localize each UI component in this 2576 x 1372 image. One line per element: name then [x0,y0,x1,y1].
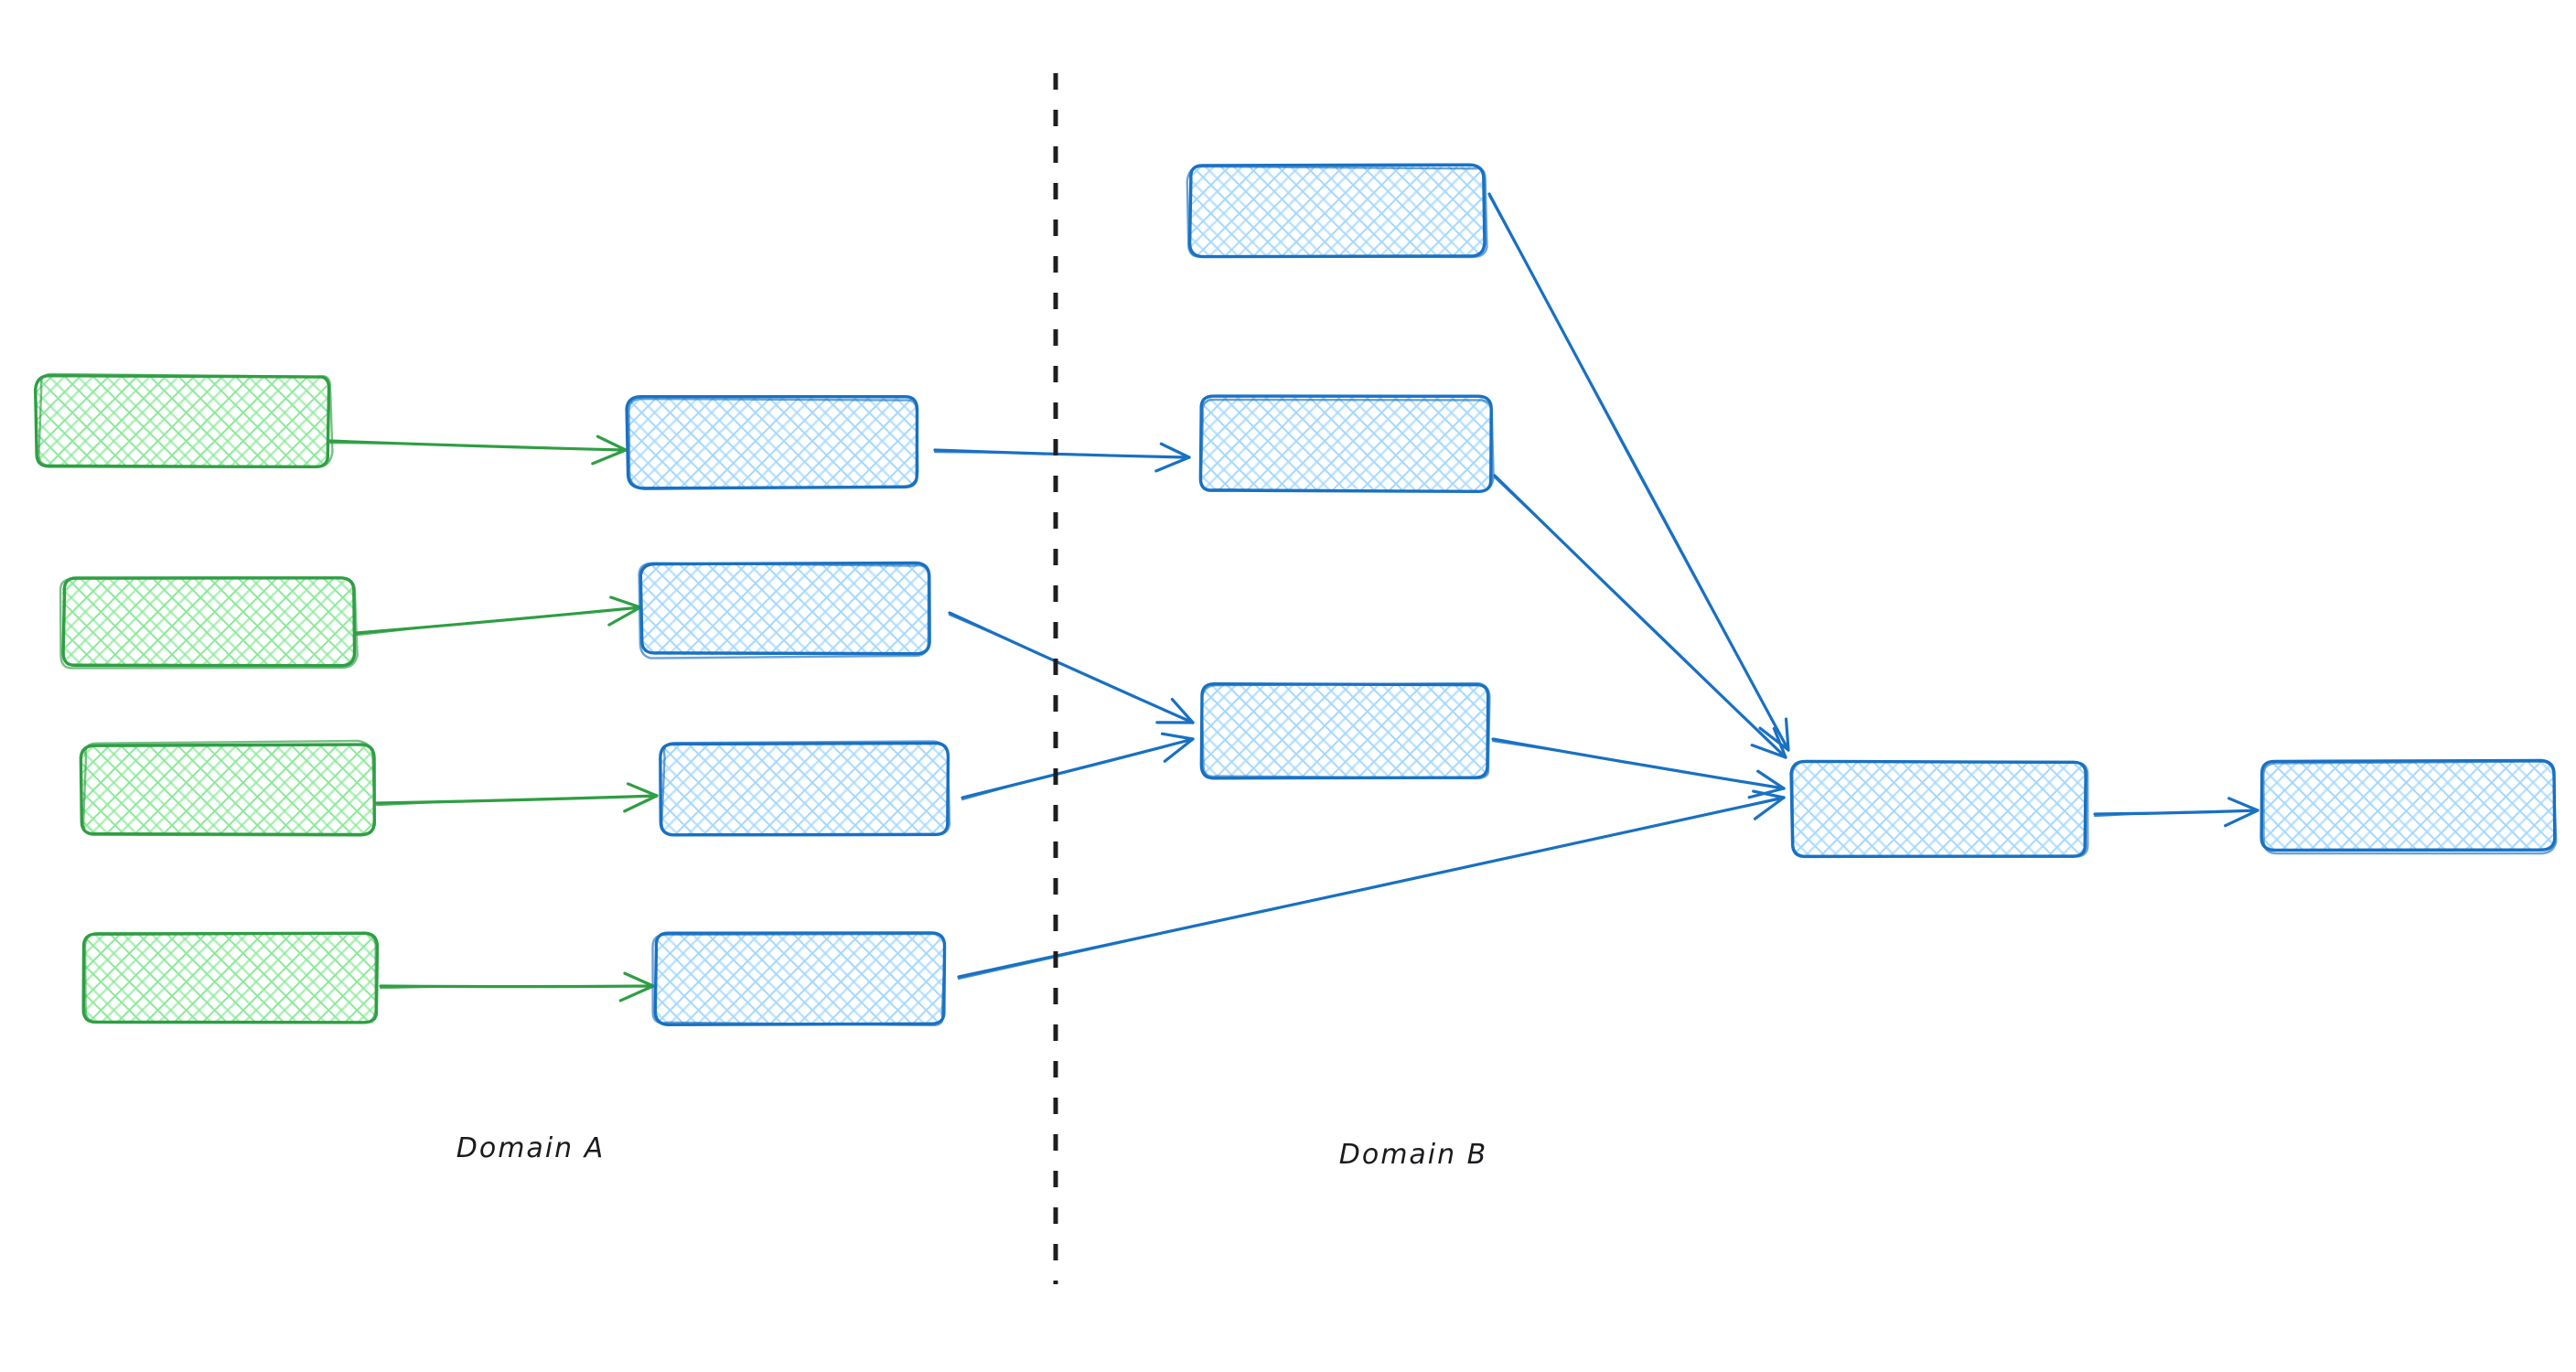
node-outline-b3 [660,740,951,837]
arrowhead-a1-b1 [591,448,628,466]
node-outline-a3 [81,739,376,837]
edge-line-c1-d1 [1488,195,1789,752]
node-outline-e1 [2262,760,2558,855]
node-box-c3[interactable] [1199,681,1491,780]
label-domain-a: Domain A [456,1132,605,1164]
arrowhead-c2-d1 [1750,744,1787,759]
edge-line-a2-b2 [356,606,641,637]
edge-c2-d1[interactable] [1493,474,1787,759]
node-fill-a4 [84,933,377,1023]
node-outline-b1 [628,397,919,491]
edge-layer [327,192,2259,1002]
edge-line-b1-c2 [934,451,1190,459]
edge-b1-c2[interactable] [933,442,1191,473]
arrowhead-a2-b2 [607,606,642,627]
node-box-b3[interactable] [659,740,951,837]
arrowhead-a4-b4 [618,984,655,1002]
edge-line-b2-c3 [949,614,1194,724]
node-fill-c2 [1200,397,1491,490]
node-box-c2[interactable] [1198,394,1495,494]
edge-d1-e1[interactable] [2093,797,2259,828]
node-box-c1[interactable] [1186,163,1488,259]
edge-line-d1-e1 [2094,809,2259,818]
node-box-a3[interactable] [79,739,376,837]
node-fill-c1 [1191,165,1484,256]
node-fill-e1 [2261,761,2554,851]
arrowhead-c1-d1 [1758,726,1790,752]
arrowhead-b3-c3 [1160,732,1195,741]
edge-c3-d1[interactable] [1491,737,1786,799]
edge-a2-b2[interactable] [355,595,642,637]
node-fill-c3 [1202,684,1487,777]
node-outline-c3 [1200,681,1491,780]
arrowhead-c2-d1 [1772,726,1787,759]
arrowhead-c1-d1 [1784,717,1790,752]
node-outline-b2 [638,562,930,659]
edge-a4-b4[interactable] [379,971,655,1002]
arrowhead-b4-d1 [1752,789,1786,799]
node-fill-d1 [1791,761,2086,856]
arrowhead-b1-c2 [1159,442,1191,459]
edge-line-b3-c3 [961,738,1194,801]
node-box-a4[interactable] [81,931,380,1024]
node-outline-d1 [1791,760,2089,858]
arrowhead-b1-c2 [1154,456,1191,473]
arrowhead-a4-b4 [623,971,655,988]
edge-line-a4-b4 [380,984,654,990]
edge-line-c3-d1 [1492,740,1785,790]
edge-line-a1-b1 [328,442,627,452]
arrowhead-c3-d1 [1747,787,1786,799]
arrowhead-d1-e1 [2224,809,2259,828]
node-box-b2[interactable] [638,561,931,659]
node-fill-b2 [642,563,929,655]
arrowhead-a1-b1 [596,434,628,452]
node-fill-a3 [82,745,373,834]
arrowhead-b3-c3 [1163,737,1195,763]
node-fill-b4 [655,933,944,1024]
node-fill-b1 [628,397,917,488]
node-outline-c1 [1186,165,1488,259]
node-fill-b3 [660,743,948,834]
arrowhead-b4-d1 [1753,796,1786,820]
node-box-b1[interactable] [625,395,919,491]
label-layer: Domain A Domain B [456,1132,1488,1171]
node-fill-a2 [62,578,353,666]
node-outline-b4 [651,932,947,1027]
node-outline-a2 [59,576,359,670]
node-box-a2[interactable] [59,576,359,670]
node-fill-a1 [37,377,327,466]
edge-c1-d1[interactable] [1487,192,1790,752]
arrowhead-b2-c3 [1170,697,1195,724]
edge-b2-c3[interactable] [948,611,1195,724]
arrowhead-c3-d1 [1756,769,1786,790]
edge-b3-c3[interactable] [961,732,1195,801]
arrowhead-a2-b2 [609,595,642,609]
edge-b4-d1[interactable] [957,789,1786,981]
edge-a1-b1[interactable] [327,434,628,466]
node-layer [33,163,2558,1027]
node-box-b4[interactable] [651,931,947,1027]
node-outline-c2 [1199,398,1495,493]
label-domain-b: Domain B [1339,1139,1488,1171]
edge-line-a3-b3 [376,795,658,807]
node-box-d1[interactable] [1789,759,2089,859]
arrowhead-a3-b3 [623,794,659,813]
node-outline-a1 [38,372,334,468]
node-outline-a4 [83,931,377,1024]
edge-line-b4-d1 [958,797,1785,981]
edge-a3-b3[interactable] [375,782,659,813]
node-box-a1[interactable] [33,372,334,469]
edge-line-c2-d1 [1494,477,1787,759]
arrowhead-a3-b3 [627,782,659,798]
arrowhead-d1-e1 [2227,797,2259,812]
node-box-e1[interactable] [2259,758,2558,855]
